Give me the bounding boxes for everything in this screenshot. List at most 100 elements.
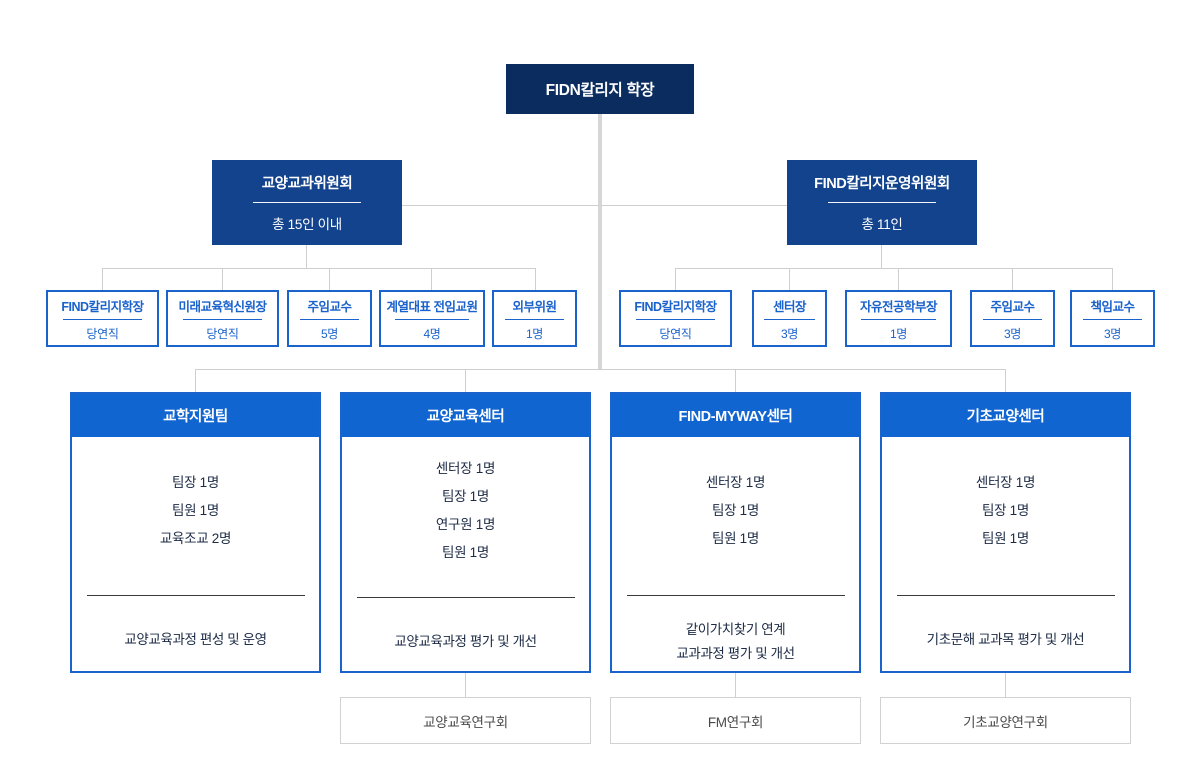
member-box[interactable]: 책임교수 3명 bbox=[1070, 290, 1155, 347]
member-count: 4명 bbox=[423, 326, 441, 341]
connector-left-member-2 bbox=[329, 268, 330, 290]
member-divider bbox=[636, 318, 715, 320]
department-box-liberal-arts-education-center[interactable]: 교양교육센터 센터장 1명 팀장 1명 연구원 1명 팀원 1명 교양교육과정 … bbox=[340, 392, 591, 673]
department-function-list: 교양교육과정 평가 및 개선 bbox=[358, 598, 573, 654]
function-line: 기초문해 교과목 평가 및 개선 bbox=[926, 632, 1085, 647]
department-staff-list: 센터장 1명 팀장 1명 팀원 1명 bbox=[628, 437, 843, 553]
department-title: 교학지원팀 bbox=[163, 409, 228, 425]
staff-line: 센터장 1명 bbox=[705, 475, 766, 490]
connector-dean-spine bbox=[598, 114, 602, 370]
department-divider bbox=[86, 595, 305, 596]
member-box[interactable]: FIND칼리지학장 당연직 bbox=[46, 290, 159, 347]
department-body: 센터장 1명 팀장 1명 연구원 1명 팀원 1명 교양교육과정 평가 및 개선 bbox=[342, 437, 589, 671]
department-divider bbox=[896, 595, 1115, 596]
dean-label: FIDN칼리지 학장 bbox=[545, 82, 655, 99]
function-line: 교과과정 평가 및 개선 bbox=[676, 646, 795, 661]
research-group-label: 기초교양연구회 bbox=[963, 714, 1048, 730]
department-body: 센터장 1명 팀장 1명 팀원 1명 같이가치찾기 연계 교과과정 평가 및 개… bbox=[612, 437, 859, 671]
department-box-basic-liberal-arts-center[interactable]: 기초교양센터 센터장 1명 팀장 1명 팀원 1명 기초문해 교과목 평가 및 … bbox=[880, 392, 1131, 673]
department-box-academic-support-team[interactable]: 교학지원팀 팀장 1명 팀원 1명 교육조교 2명 교양교육과정 편성 및 운영 bbox=[70, 392, 321, 673]
member-count: 3명 bbox=[780, 326, 799, 341]
staff-line: 팀장 1명 bbox=[441, 489, 490, 504]
member-count: 당연직 bbox=[86, 326, 119, 341]
department-staff-list: 팀장 1명 팀원 1명 교육조교 2명 bbox=[88, 437, 303, 553]
member-box[interactable]: 외부위원 1명 bbox=[492, 290, 577, 347]
connector-research-drop-3 bbox=[1005, 673, 1006, 697]
connector-left-committee-drop bbox=[306, 245, 307, 269]
committee-box-general-education[interactable]: 교양교과위원회 총 15인 이내 bbox=[212, 160, 402, 245]
member-box[interactable]: FIND칼리지학장 당연직 bbox=[619, 290, 732, 347]
member-title: 주임교수 bbox=[307, 299, 352, 314]
member-count: 당연직 bbox=[206, 326, 239, 341]
connector-left-member-bus bbox=[102, 268, 535, 269]
member-count: 1명 bbox=[889, 326, 908, 341]
member-divider bbox=[983, 318, 1042, 320]
research-group-box[interactable]: 기초교양연구회 bbox=[880, 697, 1131, 744]
committee-count: 총 11인 bbox=[861, 217, 903, 232]
department-body: 센터장 1명 팀장 1명 팀원 1명 기초문해 교과목 평가 및 개선 bbox=[882, 437, 1129, 671]
member-divider bbox=[63, 318, 142, 320]
member-box[interactable]: 주임교수 5명 bbox=[287, 290, 372, 347]
department-function-list: 교양교육과정 편성 및 운영 bbox=[88, 596, 303, 652]
connector-research-drop-1 bbox=[465, 673, 466, 697]
function-line: 같이가치찾기 연계 bbox=[685, 622, 786, 637]
connector-committee-bus-left bbox=[402, 205, 598, 206]
department-function-list: 기초문해 교과목 평가 및 개선 bbox=[898, 596, 1113, 652]
staff-line: 센터장 1명 bbox=[975, 475, 1036, 490]
department-box-find-myway-center[interactable]: FIND-MYWAY센터 센터장 1명 팀장 1명 팀원 1명 같이가치찾기 연… bbox=[610, 392, 861, 673]
member-title: 책임교수 bbox=[1090, 299, 1135, 314]
department-title: 기초교양센터 bbox=[966, 409, 1045, 425]
connector-right-member-0 bbox=[675, 268, 676, 290]
connector-research-drop-2 bbox=[735, 673, 736, 697]
dean-box[interactable]: FIDN칼리지 학장 bbox=[506, 64, 694, 114]
connector-left-member-4 bbox=[535, 268, 536, 290]
department-header: 기초교양센터 bbox=[882, 394, 1129, 437]
member-box[interactable]: 주임교수 3명 bbox=[970, 290, 1055, 347]
committee-box-find-college-operations[interactable]: FIND칼리지운영위원회 총 11인 bbox=[787, 160, 977, 245]
connector-right-member-3 bbox=[1012, 268, 1013, 290]
staff-line: 센터장 1명 bbox=[435, 461, 496, 476]
member-divider bbox=[300, 318, 359, 320]
member-count: 5명 bbox=[320, 326, 339, 341]
member-count: 당연직 bbox=[659, 326, 692, 341]
member-divider bbox=[395, 318, 469, 320]
member-title: 계열대표 전임교원 bbox=[386, 299, 478, 314]
member-box[interactable]: 센터장 3명 bbox=[752, 290, 827, 347]
department-header: 교양교육센터 bbox=[342, 394, 589, 437]
committee-divider bbox=[253, 202, 361, 203]
department-title: FIND-MYWAY센터 bbox=[678, 409, 793, 425]
research-group-box[interactable]: 교양교육연구회 bbox=[340, 697, 591, 744]
department-divider bbox=[356, 597, 575, 598]
research-group-box[interactable]: FM연구회 bbox=[610, 697, 861, 744]
member-box[interactable]: 미래교육혁신원장 당연직 bbox=[166, 290, 279, 347]
staff-line: 교육조교 2명 bbox=[159, 531, 232, 546]
department-staff-list: 센터장 1명 팀장 1명 연구원 1명 팀원 1명 bbox=[358, 437, 573, 567]
committee-divider bbox=[828, 202, 936, 203]
connector-left-member-3 bbox=[431, 268, 432, 290]
member-box[interactable]: 자유전공학부장 1명 bbox=[845, 290, 952, 347]
member-title: 외부위원 bbox=[512, 299, 557, 314]
department-title: 교양교육센터 bbox=[426, 409, 505, 425]
member-divider bbox=[183, 318, 262, 320]
function-line: 교양교육과정 편성 및 운영 bbox=[124, 632, 267, 647]
connector-right-member-1 bbox=[789, 268, 790, 290]
connector-dept-drop-0 bbox=[195, 369, 196, 392]
member-box[interactable]: 계열대표 전임교원 4명 bbox=[379, 290, 485, 347]
connector-right-committee-drop bbox=[881, 245, 882, 269]
department-body: 팀장 1명 팀원 1명 교육조교 2명 교양교육과정 편성 및 운영 bbox=[72, 437, 319, 671]
member-title: FIND칼리지학장 bbox=[61, 299, 144, 314]
staff-line: 팀원 1명 bbox=[981, 531, 1030, 546]
staff-line: 연구원 1명 bbox=[435, 517, 496, 532]
connector-dept-drop-3 bbox=[1005, 369, 1006, 392]
member-title: 센터장 bbox=[772, 299, 807, 314]
department-header: FIND-MYWAY센터 bbox=[612, 394, 859, 437]
research-group-label: FM연구회 bbox=[707, 714, 764, 730]
research-group-label: 교양교육연구회 bbox=[423, 714, 508, 730]
connector-right-member-2 bbox=[898, 268, 899, 290]
connector-left-member-0 bbox=[102, 268, 103, 290]
member-count: 3명 bbox=[1103, 326, 1122, 341]
member-count: 3명 bbox=[1003, 326, 1022, 341]
member-divider bbox=[1083, 318, 1142, 320]
member-divider bbox=[861, 318, 936, 320]
staff-line: 팀원 1명 bbox=[711, 531, 760, 546]
